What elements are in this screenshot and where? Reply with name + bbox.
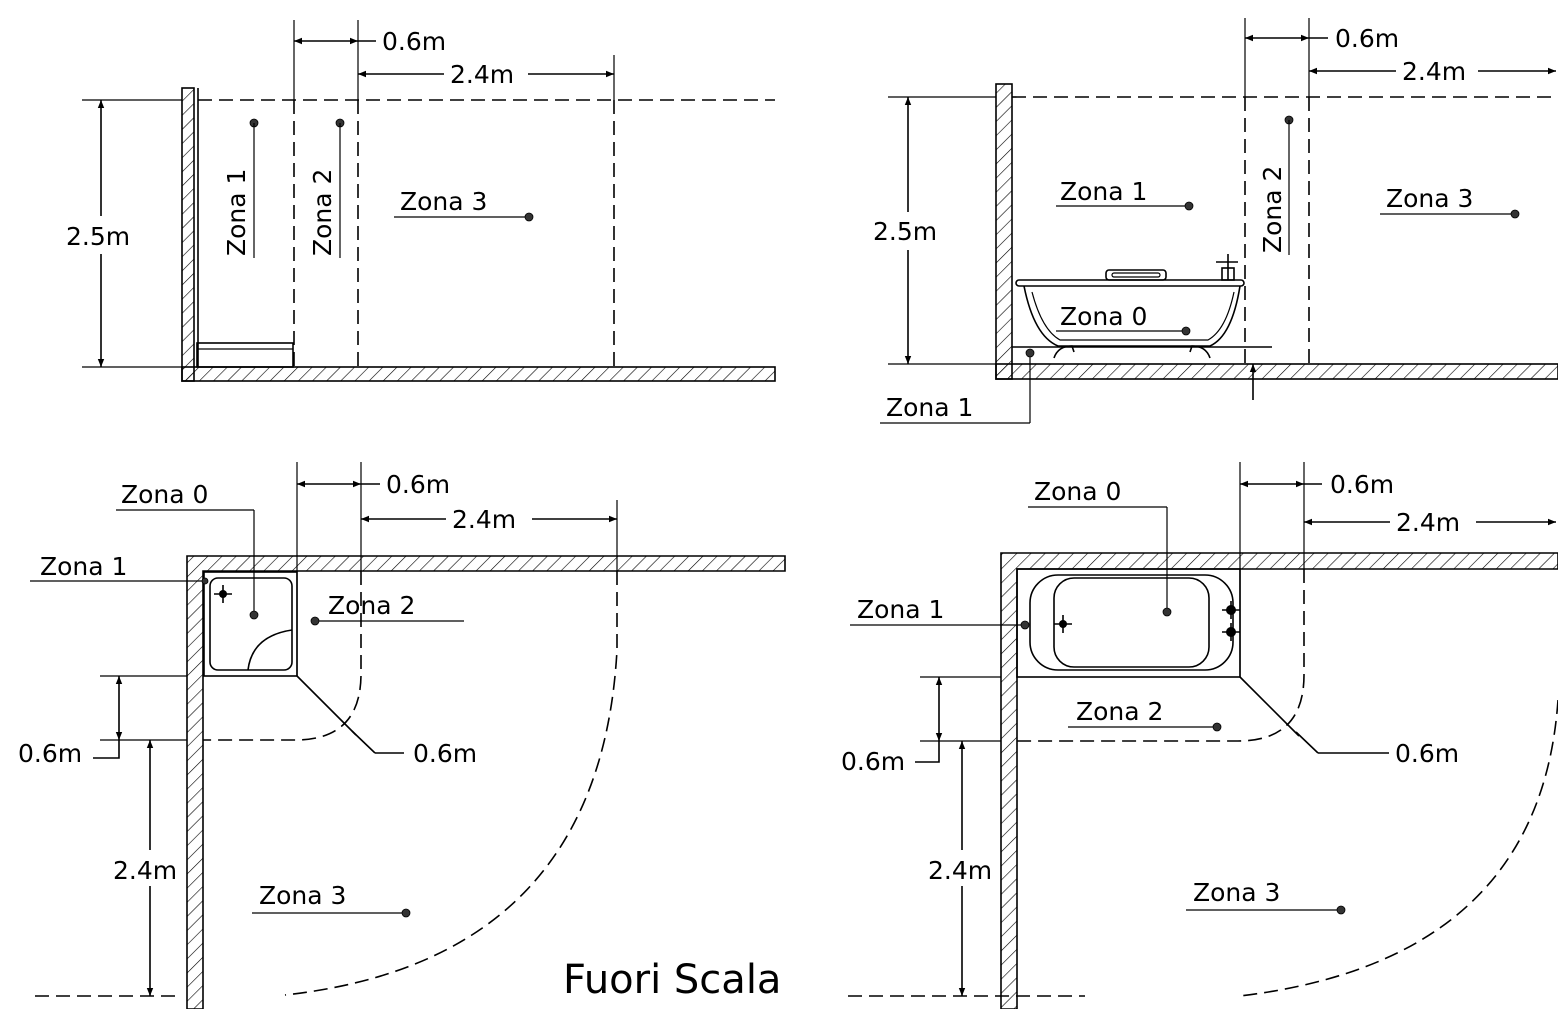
label-zona-3: Zona 3 (1386, 184, 1473, 213)
left-wall (181, 87, 195, 382)
bathtub-plan-view: 0.6m 2.4m 0.6m 2.4m 0.6m Zona 0 Zona 1 Z… (841, 462, 1558, 1009)
label-zona-2: Zona 2 (308, 169, 337, 256)
corner-walls (186, 555, 786, 1009)
label-zona-2: Zona 2 (328, 591, 415, 620)
dim-2-4m-top: 2.4m (1396, 508, 1460, 537)
label-zona-3: Zona 3 (400, 187, 487, 216)
dim-0-6m: 0.6m (1335, 24, 1399, 53)
bathtub-plan (1016, 568, 1241, 678)
label-zona-0: Zona 0 (1060, 302, 1147, 331)
dim-0-6m: 0.6m (382, 27, 446, 56)
corner-walls (1000, 552, 1558, 1009)
bathtub-elevation-view: 0.6m 2.4m 2.5m Zona 1 Zona 2 Zona 3 Zona… (873, 18, 1558, 424)
dim-0-6m-diagonal: 0.6m (413, 739, 477, 768)
floor (181, 366, 776, 382)
shower-tray (196, 342, 294, 368)
label-zona-1: Zona 1 (222, 169, 251, 256)
label-zona-3: Zona 3 (1193, 878, 1280, 907)
dim-2-4m: 2.4m (1402, 57, 1466, 86)
tap-icon (1222, 601, 1240, 641)
dim-0-6m-top: 0.6m (1330, 470, 1394, 499)
label-zona-0: Zona 0 (1034, 477, 1121, 506)
dim-0-6m-diagonal: 0.6m (1395, 739, 1459, 768)
label-zona-1-floor: Zona 1 (886, 393, 973, 422)
label-zona-1: Zona 1 (857, 595, 944, 624)
dim-2-4m-side: 2.4m (928, 856, 992, 885)
label-zona-1: Zona 1 (1060, 177, 1147, 206)
floor (995, 363, 1558, 380)
dim-2-4m: 2.4m (450, 60, 514, 89)
label-zona-1: Zona 1 (40, 552, 127, 581)
dim-2-5m: 2.5m (873, 217, 937, 246)
drain-icon (1054, 615, 1072, 633)
shower-head-icon (214, 585, 232, 603)
dim-2-4m-top: 2.4m (452, 505, 516, 534)
dim-0-6m-side: 0.6m (18, 739, 82, 768)
label-zona-3: Zona 3 (259, 881, 346, 910)
dim-2-5m: 2.5m (66, 222, 130, 251)
dim-2-4m-side: 2.4m (113, 856, 177, 885)
dim-0-6m-top: 0.6m (386, 470, 450, 499)
label-zona-2: Zona 2 (1076, 697, 1163, 726)
shower-elevation-view: 0.6m 2.4m 2.5m Zona 1 Zona 2 Zona 3 (66, 20, 776, 382)
bathtub (1015, 254, 1245, 359)
note-fuori-scala: Fuori Scala (563, 957, 781, 1003)
dim-0-6m-side: 0.6m (841, 747, 905, 776)
left-wall (995, 83, 1013, 380)
shower-plan-view: 0.6m 2.4m 0.6m 2.4m 0.6m Zona 0 Zona 1 Z… (18, 462, 786, 1009)
label-zona-2: Zona 2 (1258, 166, 1287, 253)
label-zona-0: Zona 0 (121, 480, 208, 509)
